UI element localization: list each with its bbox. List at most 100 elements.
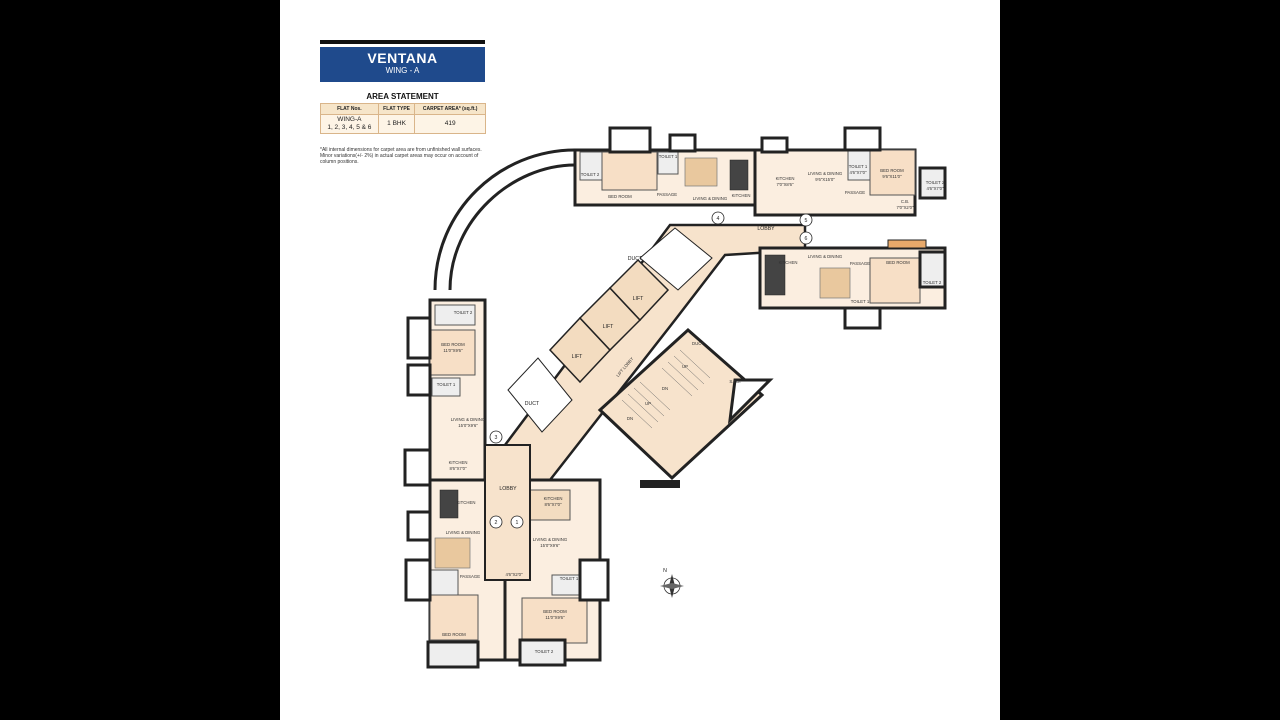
label-flat5-bedroom: BED ROOM (880, 168, 904, 173)
flat-numbers-cell: 1, 2, 3, 4, 5 & 6 (327, 124, 372, 131)
dim-flat3-kitchen: 8'6"X7'0" (449, 466, 467, 471)
service-toilet (727, 378, 774, 425)
label-service-toilet: S.TOI (729, 379, 740, 384)
type-cell: 1 BHK (377, 114, 416, 134)
label-stair-up-1: UP (682, 364, 688, 369)
flat2-window-bay (406, 510, 432, 542)
label-stair-duct: DUCT (692, 341, 704, 346)
label-flat3-toilet2: TOILET 2 (454, 310, 473, 315)
stair-treads (621, 349, 711, 429)
label-flat4-toilet1: TOILET 1 (659, 154, 678, 159)
flat-marker-3 (489, 430, 503, 444)
flat6-bedroom (869, 257, 921, 304)
staircase-block (597, 327, 765, 481)
flat1-balcony (578, 558, 610, 602)
label-flat6-toilet1: TOILET 1 (851, 299, 870, 304)
label-flat5-cb: C.B. (901, 199, 909, 204)
label-flat1-kitchen: KITCHEN (544, 496, 563, 501)
flat4-window-bay (668, 133, 697, 153)
label-flat4-passage: PASSAGE (657, 192, 677, 197)
label-stair-dn-2: DN (627, 416, 633, 421)
label-flat5-passage: PASSAGE (845, 190, 865, 195)
label-flat4-kitchen: KITCHEN (732, 193, 751, 198)
wing-cell: WING-A (337, 116, 362, 123)
flat5-toilet2 (918, 166, 947, 200)
flat-number-3: 3 (495, 435, 498, 441)
label-lower-lobby: LOBBY (499, 486, 517, 492)
flat3-window-bay-2 (403, 448, 432, 487)
flat3-toilet1 (431, 377, 461, 397)
curved-canopy (433, 148, 576, 291)
label-flat3-living: LIVING & DINING (451, 417, 486, 422)
dim-flat5-kitchen: 7'0"X8'6" (776, 182, 794, 187)
label-flat3-toilet1: TOILET 1 (437, 382, 456, 387)
flat4-toilet1 (657, 151, 679, 175)
flat4-dining-table (684, 157, 718, 187)
flat5-balcony (843, 126, 882, 152)
flat6-balcony (843, 306, 882, 330)
label-flat4-toilet2: TOILET 2 (581, 172, 600, 177)
flat2-kitchen-counter (439, 489, 459, 519)
project-title: VENTANA (367, 50, 438, 66)
lift-3 (608, 258, 670, 322)
label-flat3-kitchen: KITCHEN (449, 460, 468, 465)
floor-plan-sheet: VENTANA WING - A AREA STATEMENT FLAT Nos… (280, 0, 1000, 720)
compass-north-label: N (663, 568, 667, 574)
label-flat6-kitchen: KITCHEN (779, 260, 798, 265)
label-flat4-living: LIVING & DINING (693, 196, 728, 201)
flat-marker-6 (799, 231, 813, 245)
flat2-toilet2 (426, 640, 480, 669)
flat2-bedroom (429, 594, 479, 641)
label-flat1-toilet1: TOILET 1 (560, 576, 579, 581)
label-duct-left: DUCT (525, 401, 540, 407)
floor-plan-drawing: TOILET 2 BED ROOM PASSAGE TOILET 1 LIVIN… (403, 126, 947, 669)
dim-flat1-living: 15'0"X9'6" (540, 543, 560, 548)
lower-lobby (484, 444, 531, 581)
label-flat1-bedroom: BED ROOM (543, 609, 567, 614)
label-flat4-bedroom: BED ROOM (608, 194, 632, 199)
header-rule (320, 40, 485, 44)
flat3-toilet2 (434, 304, 476, 326)
flat6-toilet2 (918, 250, 947, 289)
label-flat3-bedroom: BED ROOM (441, 342, 465, 347)
label-flat2-kitchen: KITCHEN (457, 500, 476, 505)
dim-flat1-kitchen: 8'6"X7'0" (544, 502, 562, 507)
area-cell: 419 (414, 114, 486, 134)
dim-flat5-living: 9'6"X15'0" (815, 177, 835, 182)
flat6-kitchen-counter (764, 254, 786, 296)
label-stair-up-2: UP (645, 401, 651, 406)
duct-left (507, 357, 573, 433)
label-duct-top: DUCT (628, 256, 643, 262)
dim-flat3-living: 15'0"X9'6" (458, 423, 478, 428)
label-lift-1: LIFT (572, 354, 583, 360)
label-flat6-living: LIVING & DINING (808, 254, 843, 259)
label-flat5-living: LIVING & DINING (808, 171, 843, 176)
flat4-kitchen-counter (729, 159, 749, 191)
label-lift-3: LIFT (633, 296, 644, 302)
duct-top (639, 227, 713, 291)
area-statement-title: AREA STATEMENT (366, 92, 439, 101)
label-lift-2: LIFT (603, 324, 614, 330)
flat-marker-2 (489, 515, 503, 529)
label-flat6-passage: PASSAGE (850, 261, 870, 266)
flat3-bedroom (429, 329, 476, 376)
dim-flat1-bedroom: 11'0"X9'6" (545, 615, 565, 620)
label-flat5-toilet1: TOILET 1 (849, 164, 868, 169)
flat-number-6: 6 (805, 236, 808, 242)
flat-number-4: 4 (717, 216, 720, 222)
flat-number-markers: 1 2 3 4 5 6 (489, 211, 813, 529)
stair-wall (640, 480, 680, 488)
dim-flat5-bedroom: 9'6"X11'0" (882, 174, 902, 179)
flat-marker-1 (510, 515, 524, 529)
dim-flat5-toilet2: 4'6"X7'0" (926, 186, 944, 191)
label-flat2-bedroom: BED ROOM (442, 632, 466, 637)
dim-flat5-cb: 7'0"X2'0" (896, 205, 914, 210)
flat4-balcony (608, 126, 652, 154)
flat4-bedroom (601, 151, 658, 191)
label-flat5-kitchen: KITCHEN (776, 176, 795, 181)
label-flat1-living: LIVING & DINING (533, 537, 568, 542)
flat1-bedroom (521, 597, 588, 644)
flat3-balcony (406, 316, 432, 360)
label-flat6-bedroom: BED ROOM (886, 260, 910, 265)
flat3-window-bay (406, 363, 432, 397)
